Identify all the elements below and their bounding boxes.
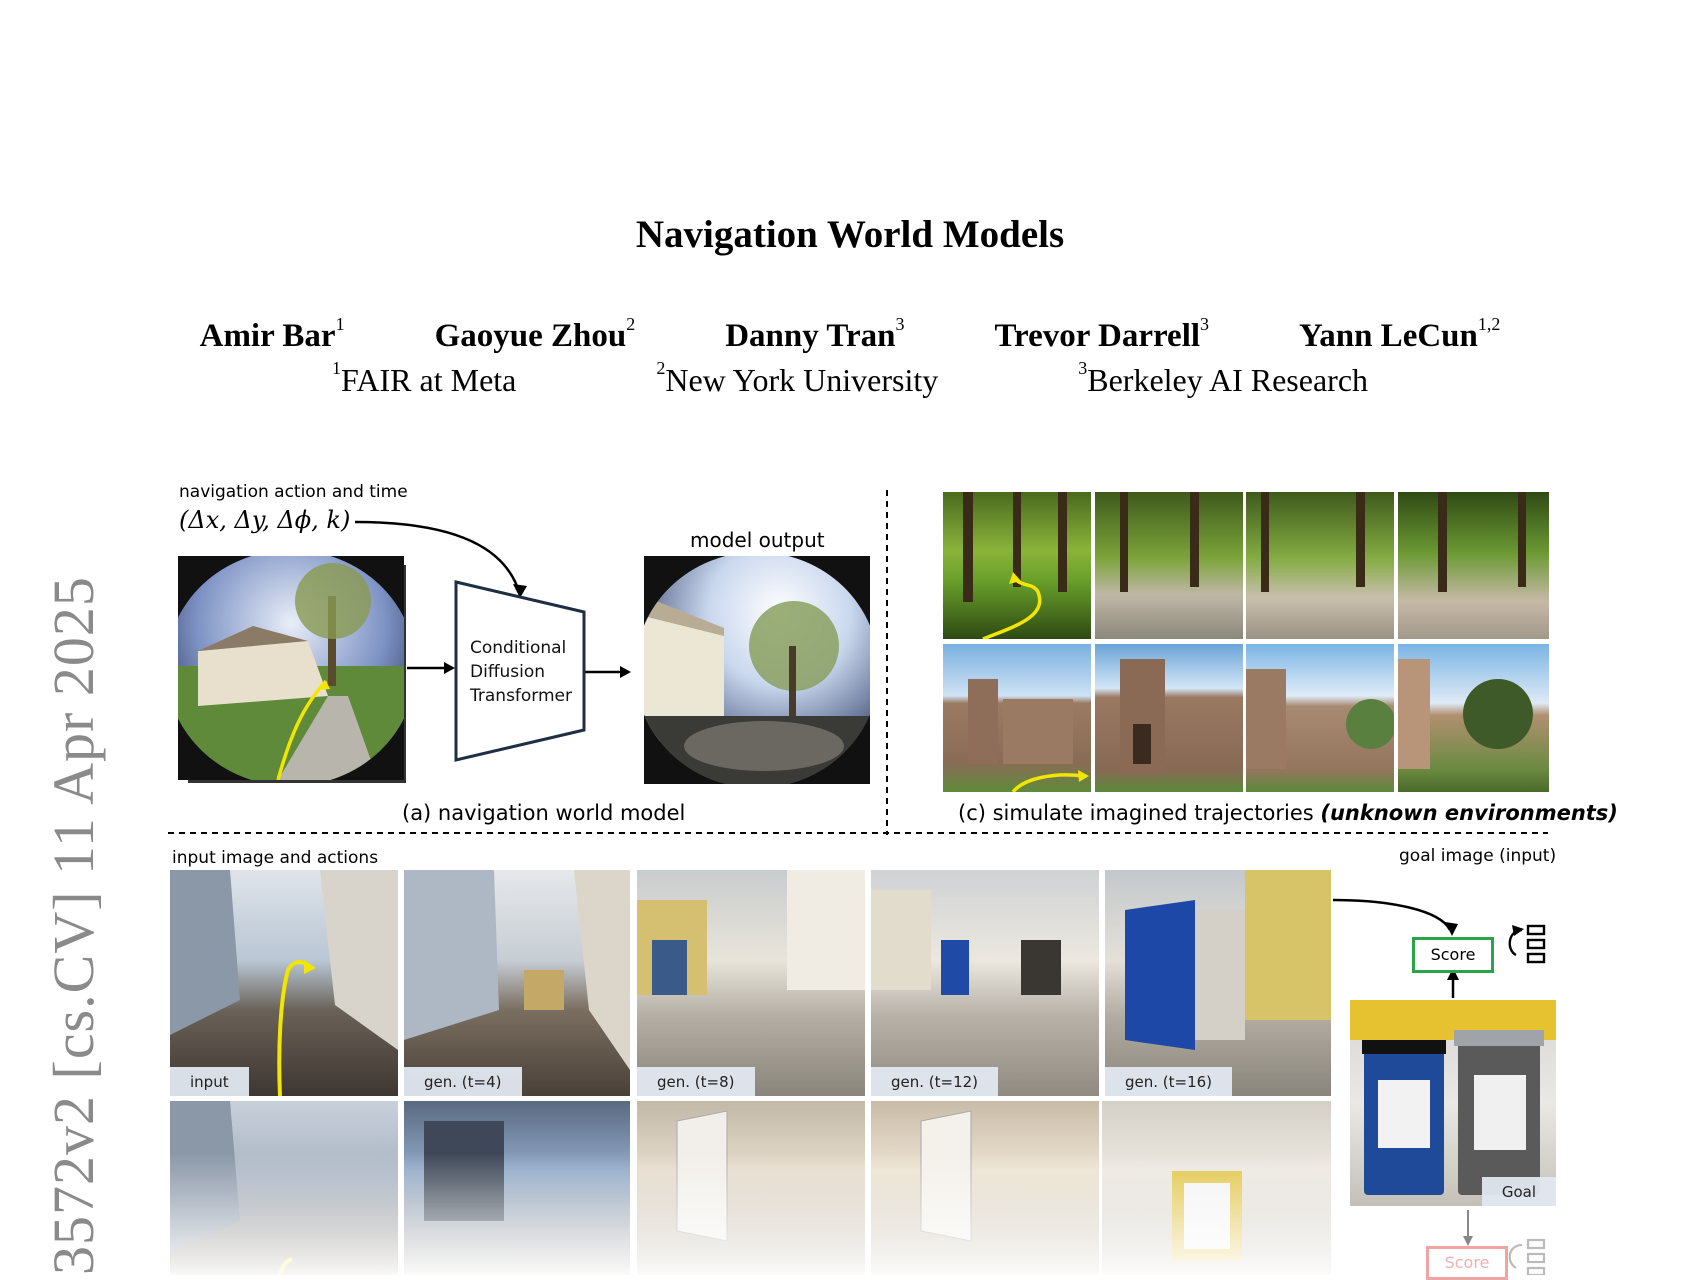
output-photo (644, 556, 870, 784)
panel-a-caption: (a) navigation world model (402, 801, 686, 825)
model-box-line-2: Diffusion (470, 662, 546, 682)
alt-frame-2 (404, 1101, 630, 1275)
castle-frame-4 (1398, 644, 1549, 792)
ranking-icon-faded (1508, 1238, 1546, 1275)
goal-label: goal image (input) (1399, 846, 1557, 866)
author-3: Danny Tran3 (725, 314, 905, 354)
author-1: Amir Bar1 (199, 314, 345, 354)
frame-badge-gen-t8: gen. (t=8) (637, 1067, 755, 1096)
ranking-icon (1508, 924, 1546, 964)
frame-input: input (170, 870, 398, 1096)
paper-title: Navigation World Models (635, 213, 1065, 256)
castle-frame-2 (1095, 644, 1243, 792)
action-formula: (Δx, Δy, Δϕ, k) (179, 506, 351, 534)
forest-frame-1 (943, 492, 1091, 639)
goal-badge: Goal (1481, 1177, 1556, 1206)
castle-frame-3 (1246, 644, 1394, 792)
frame-gen-t12: gen. (t=12) (871, 870, 1099, 1096)
score-box: Score (1412, 937, 1494, 973)
author-2: Gaoyue Zhou2 (434, 314, 636, 354)
frame-gen-t8: gen. (t=8) (637, 870, 865, 1096)
output-label: model output (690, 528, 825, 552)
model-box-line-1: Conditional (470, 638, 567, 658)
model-box-line-3: Transformer (470, 686, 573, 706)
castle-frame-1 (943, 644, 1091, 792)
frame-badge-gen-t4: gen. (t=4) (404, 1067, 522, 1096)
goal-photo: Goal (1350, 1000, 1556, 1206)
input-photo (178, 556, 404, 780)
forest-frame-4 (1398, 492, 1549, 639)
frame-gen-t16: gen. (t=16) (1105, 870, 1331, 1096)
affiliation-3: 3Berkeley AI Research (1078, 358, 1369, 398)
affiliation-list: 1FAIR at Meta 2New York University 3Berk… (0, 358, 1700, 399)
panel-c-caption: (c) simulate imagined trajectories (unkn… (958, 801, 1618, 825)
alt-frame-5 (1102, 1101, 1331, 1275)
author-4: Trevor Darrell3 (994, 314, 1210, 354)
affiliation-2: 2New York University (656, 358, 939, 398)
forest-frame-3 (1246, 492, 1394, 639)
alt-frame-3 (637, 1101, 865, 1275)
frame-gen-t4: gen. (t=4) (404, 870, 630, 1096)
input-actions-label: input image and actions (172, 848, 379, 868)
action-label: navigation action and time (179, 482, 408, 502)
model-box: Conditional Diffusion Transformer (470, 636, 572, 708)
trajectory-grid (943, 492, 1549, 792)
author-list: Amir Bar1 Gaoyue Zhou2 Danny Tran3 Trevo… (0, 314, 1700, 355)
author-5: Yann LeCun1,2 (1299, 314, 1501, 354)
frame-badge-input: input (170, 1067, 249, 1096)
affiliation-1: 1FAIR at Meta (331, 358, 517, 398)
alt-frame-4 (871, 1101, 1099, 1275)
frame-badge-gen-t12: gen. (t=12) (871, 1067, 999, 1096)
alt-frame-1 (170, 1101, 398, 1275)
frame-badge-gen-t16: gen. (t=16) (1105, 1067, 1233, 1096)
panel-a-arrows (354, 520, 631, 762)
forest-frame-2 (1095, 492, 1243, 639)
